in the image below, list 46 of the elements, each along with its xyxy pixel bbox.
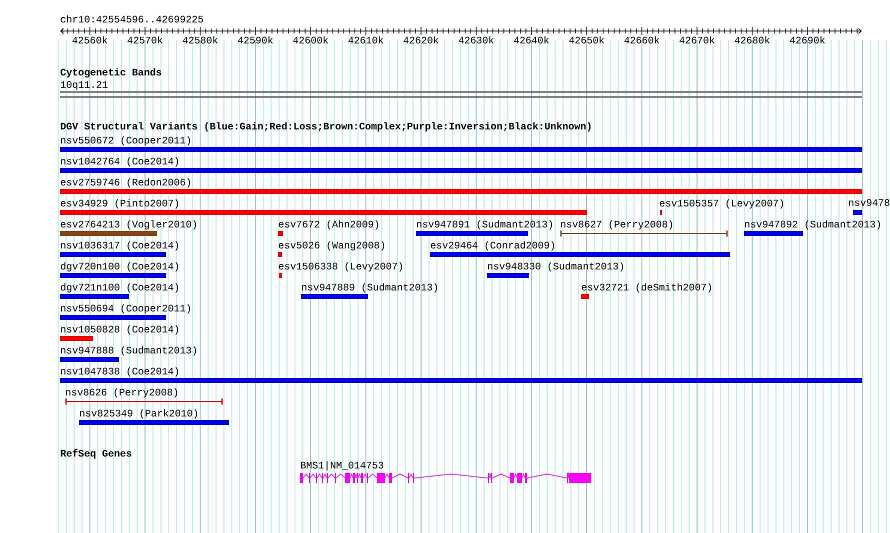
tick-label: 42690k <box>790 36 825 44</box>
variant-label: nsv1042764 (Coe2014) <box>61 157 178 166</box>
tick-label: 42660k <box>624 36 660 44</box>
region-label: chr10:42554596..42699225 <box>60 15 204 22</box>
tick-label: 42620k <box>404 36 438 44</box>
tick-label: 42630k <box>458 36 494 44</box>
variant-label: nsv947891 (Sudmant2013) <box>417 220 552 230</box>
variant-label: nsv8627 (Perry2008) <box>561 220 672 230</box>
band-label: 10q11.21 <box>60 81 108 90</box>
variant-label: nsv8626 (Perry2008) <box>66 388 178 398</box>
variant-label: nsv948330 (Sudmant2013) <box>488 262 624 272</box>
variant-label: esv5026 (Wang2008) <box>278 241 384 250</box>
tick-label: 42670k <box>680 36 714 44</box>
variant-label: esv34929 (Pinto2007) <box>60 199 178 208</box>
variant-label: esv2759746 (Redon2006) <box>60 178 190 188</box>
variant-label: nsv947888 (Sudmant2013) <box>61 346 196 356</box>
track-heading: Cytogenetic Bands <box>60 68 162 78</box>
variant-label: esv2764213 (Vogler2010) <box>60 220 196 230</box>
variant-label: nsv1047838 (Coe2014) <box>61 367 178 376</box>
variant-label: nsv550672 (Cooper2011) <box>61 136 190 146</box>
variant-label: nsv1050828 (Coe2014) <box>61 325 178 334</box>
gene-label: BMS1|NM_014753 <box>301 461 384 470</box>
tick-label: 42680k <box>734 36 770 44</box>
tick-label: 42560k <box>72 36 108 44</box>
variant-label: esv29464 (Conrad2009) <box>430 241 554 250</box>
tick-label: 42580k <box>182 36 218 44</box>
variant-label: esv32721 (deSmith2007) <box>582 283 712 292</box>
tick-label: 42610k <box>348 36 384 44</box>
variant-label: dgv720n100 (Coe2014) <box>60 262 178 272</box>
variant-label: dgv721n100 (Coe2014) <box>60 283 178 292</box>
variant-label: nsv1036317 (Coe2014) <box>61 241 178 250</box>
variant-label: nsv550694 (Cooper2011) <box>61 304 190 314</box>
variant-label: nsv947892 (Sudmant2013) <box>745 220 880 230</box>
variant-label: esv1506338 (Levy2007) <box>278 262 402 272</box>
tick-label: 42650k <box>569 36 604 44</box>
tick-label: 42570k <box>128 36 162 44</box>
variant-label: nsv9478 <box>849 199 890 206</box>
track-heading: RefSeq Genes <box>60 449 132 459</box>
tick-label: 42640k <box>514 36 549 44</box>
variant-label: esv1505357 (Levy2007) <box>660 199 784 208</box>
track-heading: DGV Structural Variants (Blue:Gain;Red:Loss;Brown:Complex;Purple:Inversion;Black:Unknown) <box>60 122 591 132</box>
tick-label: 42590k <box>238 36 273 44</box>
tick-label: 42600k <box>293 36 328 44</box>
variant-label: nsv825349 (Park2010) <box>80 409 198 418</box>
variant-label: esv7672 (Ahn2009) <box>278 220 378 230</box>
variant-label: nsv947889 (Sudmant2013) <box>302 283 438 292</box>
